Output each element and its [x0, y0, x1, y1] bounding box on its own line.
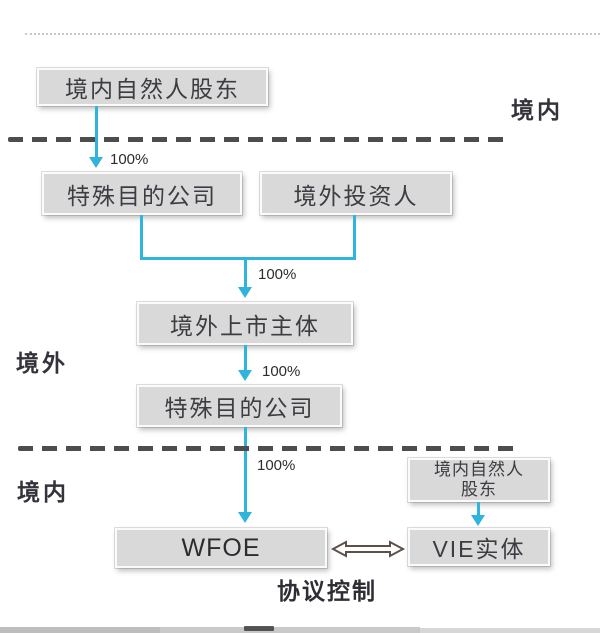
- double-arrow-icon: [330, 540, 406, 558]
- top-dotted-divider: [25, 33, 600, 35]
- bottom-cropped-bar-mid: [0, 627, 420, 633]
- node-domestic-shareholder-right-label: 境内自然人 股东: [434, 460, 524, 500]
- ownership-percent-1: 100%: [110, 151, 149, 168]
- edge-line-a-to-spv1: [95, 106, 98, 158]
- node-offshore-investor: 境外投资人: [260, 172, 452, 215]
- node-domestic-shareholder-top: 境内自然人股东: [37, 68, 268, 106]
- node-spv-1-label: 特殊目的公司: [67, 182, 217, 209]
- arrow-down-icon: [238, 287, 252, 298]
- node-listed-entity-label: 境外上市主体: [170, 312, 320, 339]
- edge-line-investor-down: [353, 215, 356, 259]
- edge-line-merge-horizontal: [140, 257, 356, 260]
- ownership-percent-2: 100%: [258, 266, 297, 283]
- edge-line-spv2-to-wfoe: [244, 427, 247, 513]
- node-listed-entity: 境外上市主体: [137, 302, 353, 345]
- edge-line-merge-to-listed: [244, 259, 247, 288]
- edge-line-shareholder-to-vie: [477, 502, 480, 516]
- contract-control-label: 协议控制: [277, 578, 377, 604]
- dashed-border-line-top: [8, 137, 509, 142]
- arrow-down-icon: [238, 512, 252, 523]
- node-wfoe: WFOE: [115, 528, 327, 568]
- bottom-cropped-bar-dark: [0, 627, 160, 633]
- region-label-offshore: 境外: [16, 350, 68, 376]
- node-domestic-shareholder-right: 境内自然人 股东: [408, 458, 550, 502]
- region-label-domestic-top: 境内: [511, 97, 563, 123]
- node-offshore-investor-label: 境外投资人: [293, 182, 419, 209]
- arrow-down-icon: [238, 370, 252, 381]
- shareholder-right-line1: 境内自然人: [434, 460, 524, 479]
- node-spv-2: 特殊目的公司: [137, 385, 342, 427]
- node-wfoe-label: WFOE: [181, 533, 261, 562]
- edge-line-spv1-down: [140, 215, 143, 259]
- node-vie-entity-label: VIE实体: [432, 536, 526, 562]
- edge-line-listed-to-spv2: [244, 345, 247, 371]
- node-spv-2-label: 特殊目的公司: [164, 395, 315, 421]
- bottom-cropped-text-fragment: [244, 626, 274, 631]
- dashed-border-line-bottom: [18, 446, 520, 451]
- arrow-down-icon: [471, 515, 485, 526]
- node-vie-entity: VIE实体: [408, 528, 550, 566]
- node-spv-1: 特殊目的公司: [42, 172, 242, 215]
- shareholder-right-line2: 股东: [461, 480, 497, 499]
- node-domestic-shareholder-top-label: 境内自然人股东: [65, 76, 240, 102]
- arrow-down-icon: [89, 157, 103, 168]
- region-label-domestic-bottom: 境内: [17, 479, 69, 505]
- ownership-percent-3: 100%: [262, 363, 301, 380]
- ownership-percent-4: 100%: [257, 457, 296, 474]
